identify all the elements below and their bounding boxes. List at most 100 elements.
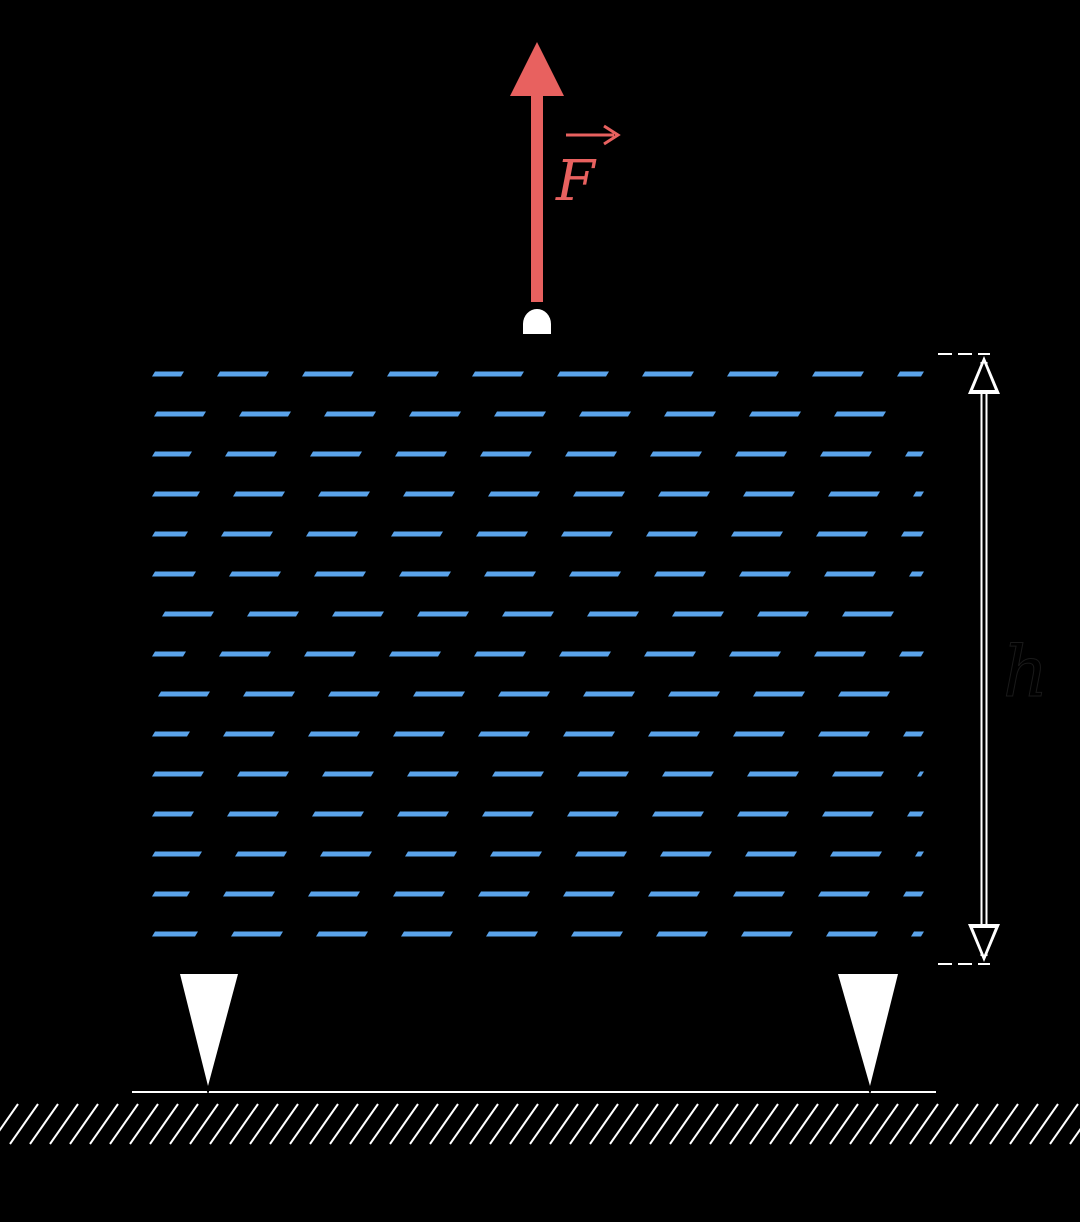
- water-dash: [235, 851, 287, 857]
- hatch-line: [429, 1103, 459, 1145]
- lifting-ring-icon: [516, 300, 558, 338]
- hatch-line: [149, 1103, 179, 1145]
- ground-hatching: [0, 1103, 1080, 1145]
- water-dash: [395, 451, 447, 457]
- water-dash: [328, 691, 380, 697]
- hatch-line: [989, 1103, 1019, 1145]
- water-dash: [571, 931, 623, 937]
- water-dash: [480, 451, 532, 457]
- water-dash: [563, 891, 615, 897]
- water-dash: [474, 651, 526, 657]
- water-dash: [826, 931, 878, 937]
- water-dash: [727, 371, 779, 377]
- water-dash: [654, 571, 706, 577]
- water-dash: [389, 651, 441, 657]
- water-dash: [561, 531, 613, 537]
- water-dash: [905, 451, 924, 457]
- water-dash: [658, 491, 710, 497]
- hatch-line: [749, 1103, 779, 1145]
- water-dash: [152, 731, 190, 737]
- water-dash: [824, 571, 876, 577]
- water-dash: [247, 611, 299, 617]
- hatch-line: [949, 1103, 979, 1145]
- water-dash: [672, 611, 724, 617]
- force-arrow: [510, 42, 564, 302]
- water-dash: [498, 691, 550, 697]
- water-dash: [812, 371, 864, 377]
- water-dash: [312, 811, 364, 817]
- hatch-line: [489, 1103, 519, 1145]
- water-dash: [409, 411, 461, 417]
- hatch-line: [129, 1103, 159, 1145]
- water-dash: [152, 891, 190, 897]
- hatch-line: [649, 1103, 679, 1145]
- water-dash: [729, 651, 781, 657]
- water-dash: [903, 731, 924, 737]
- water-dash: [225, 451, 277, 457]
- water-dash: [492, 771, 544, 777]
- water-dash: [152, 371, 184, 377]
- hatch-line: [349, 1103, 379, 1145]
- force-label: F: [555, 124, 621, 214]
- water-dash: [152, 571, 196, 577]
- water-dash: [917, 771, 924, 777]
- hatch-line: [329, 1103, 359, 1145]
- hatch-line: [829, 1103, 859, 1145]
- water-dash: [642, 371, 694, 377]
- ground: [0, 1091, 1080, 1145]
- water-dash: [237, 771, 289, 777]
- water-dash: [733, 891, 785, 897]
- water-dash: [838, 691, 890, 697]
- water-dash: [911, 931, 924, 937]
- water-dash: [393, 891, 445, 897]
- water-dash: [387, 371, 439, 377]
- water-dash: [332, 611, 384, 617]
- hatch-line: [889, 1103, 919, 1145]
- water-dash: [820, 451, 872, 457]
- hatch-line: [869, 1103, 899, 1145]
- water-dash: [478, 891, 530, 897]
- hatch-line: [689, 1103, 719, 1145]
- hatch-line: [529, 1103, 559, 1145]
- water-dash: [741, 931, 793, 937]
- force-label-text: F: [555, 149, 597, 214]
- water-dash: [745, 851, 797, 857]
- hatch-line: [1049, 1103, 1079, 1145]
- water-dash: [405, 851, 457, 857]
- water-dash: [579, 411, 631, 417]
- water-dash: [488, 491, 540, 497]
- water-dash: [899, 651, 924, 657]
- water-dash: [897, 371, 924, 377]
- water-dash: [152, 811, 194, 817]
- hatch-line: [209, 1103, 239, 1145]
- water-dash: [557, 371, 609, 377]
- water-dash: [747, 771, 799, 777]
- hatch-line: [1009, 1103, 1039, 1145]
- water-dash: [314, 571, 366, 577]
- water-dash: [753, 691, 805, 697]
- hatch-line: [249, 1103, 279, 1145]
- water-dash: [668, 691, 720, 697]
- height-label: h: [1003, 631, 1048, 713]
- water-dash: [476, 531, 528, 537]
- water-dash: [559, 651, 611, 657]
- water-dash: [152, 451, 192, 457]
- water-dash: [646, 531, 698, 537]
- hatch-line: [789, 1103, 819, 1145]
- water-dash: [569, 571, 621, 577]
- water-dash: [907, 811, 924, 817]
- water-dash: [652, 811, 704, 817]
- hatch-line: [9, 1103, 39, 1145]
- water-dash: [814, 651, 866, 657]
- water-dash: [644, 651, 696, 657]
- water-dash: [391, 531, 443, 537]
- hatch-line: [169, 1103, 199, 1145]
- water-dash: [152, 851, 202, 857]
- water-dash: [304, 651, 356, 657]
- water-dash: [486, 931, 538, 937]
- water-dash: [162, 611, 214, 617]
- hatch-line: [669, 1103, 699, 1145]
- hatch-line: [389, 1103, 419, 1145]
- water-dash: [834, 411, 886, 417]
